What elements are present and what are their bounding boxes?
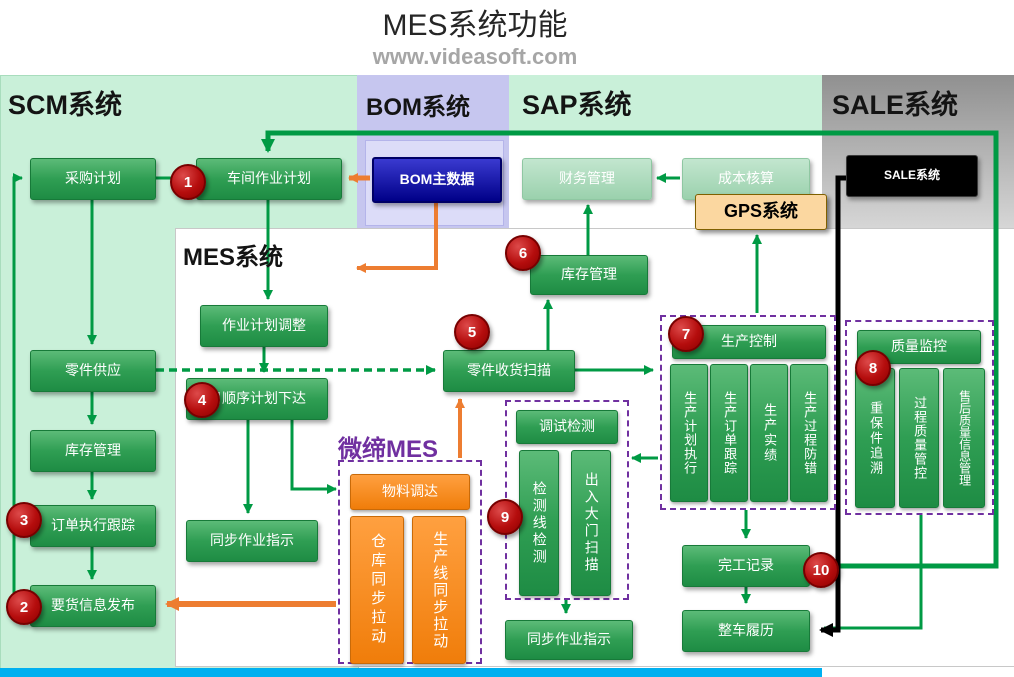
box-work-plan-adjust: 作业计划调整 — [200, 305, 328, 347]
mes-inner-header: MES系统 — [183, 244, 284, 271]
box-bom-master-data: BOM主数据 — [372, 157, 502, 203]
sale-header: SALE系统 — [832, 90, 959, 120]
box-completion-record: 完工记录 — [682, 545, 810, 587]
sap-header: SAP系统 — [522, 90, 632, 120]
box-sync-work-instruction-1: 同步作业指示 — [186, 520, 318, 562]
box-finance-mgmt: 财务管理 — [522, 158, 652, 200]
group-quality-monitoring: 质量监控 重保件追溯 过程质量管控 售后质量信息管理 — [845, 320, 994, 515]
box-warehouse-sync-pull: 仓库同步拉动 — [350, 516, 404, 664]
box-material-procurement: 物料调达 — [350, 474, 470, 510]
box-aftersales-quality-info: 售后质量信息管理 — [943, 368, 985, 508]
group-material-procurement: 物料调达 仓库同步拉动 生产线同步拉动 — [338, 460, 482, 664]
box-process-quality-control: 过程质量管控 — [899, 368, 939, 508]
group-commissioning-test: 调试检测 检测线检测 出入大门扫描 — [505, 400, 629, 600]
scm-header: SCM系统 — [8, 90, 122, 120]
box-parts-receive-scan: 零件收货扫描 — [443, 350, 575, 392]
step-badge-10: 10 — [803, 552, 839, 588]
box-inventory-sap: 库存管理 — [530, 255, 648, 295]
box-test-line-check: 检测线检测 — [519, 450, 559, 596]
box-shop-work-plan: 车间作业计划 — [196, 158, 342, 200]
box-procurement-plan: 采购计划 — [30, 158, 156, 200]
step-badge-2: 2 — [6, 589, 42, 625]
box-demand-info-release: 要货信息发布 — [30, 585, 156, 627]
step-badge-5: 5 — [454, 314, 490, 350]
bottom-blue-bar — [0, 668, 822, 677]
box-vehicle-history: 整车履历 — [682, 610, 810, 652]
sap-panel — [509, 75, 822, 132]
box-production-actuals: 生产实绩 — [750, 364, 788, 502]
box-sale-system: SALE系统 — [846, 155, 978, 197]
box-line-sync-pull: 生产线同步拉动 — [412, 516, 466, 664]
box-production-order-track: 生产订单跟踪 — [710, 364, 748, 502]
box-production-plan-exec: 生产计划执行 — [670, 364, 708, 502]
step-badge-3: 3 — [6, 502, 42, 538]
box-parts-supply: 零件供应 — [30, 350, 156, 392]
box-commissioning-test: 调试检测 — [516, 410, 618, 444]
box-order-tracking: 订单执行跟踪 — [30, 505, 156, 547]
mes-brand-label: 微缔MES — [338, 436, 439, 463]
step-badge-9: 9 — [487, 499, 523, 535]
page-title: MES系统功能 — [382, 9, 568, 42]
box-key-parts-trace: 重保件追溯 — [855, 368, 895, 508]
step-badge-6: 6 — [505, 235, 541, 271]
box-sync-work-instruction-2: 同步作业指示 — [505, 620, 633, 660]
step-badge-8: 8 — [855, 350, 891, 386]
page-subtitle: www.videasoft.com — [372, 44, 578, 69]
step-badge-7: 7 — [668, 316, 704, 352]
bom-header: BOM系统 — [366, 94, 470, 121]
box-process-error-proofing: 生产过程防错 — [790, 364, 828, 502]
box-inventory-scm: 库存管理 — [30, 430, 156, 472]
box-gate-in-out-scan: 出入大门扫描 — [571, 450, 611, 596]
box-gps-system: GPS系统 — [695, 194, 827, 230]
step-badge-4: 4 — [184, 382, 220, 418]
step-badge-1: 1 — [170, 164, 206, 200]
